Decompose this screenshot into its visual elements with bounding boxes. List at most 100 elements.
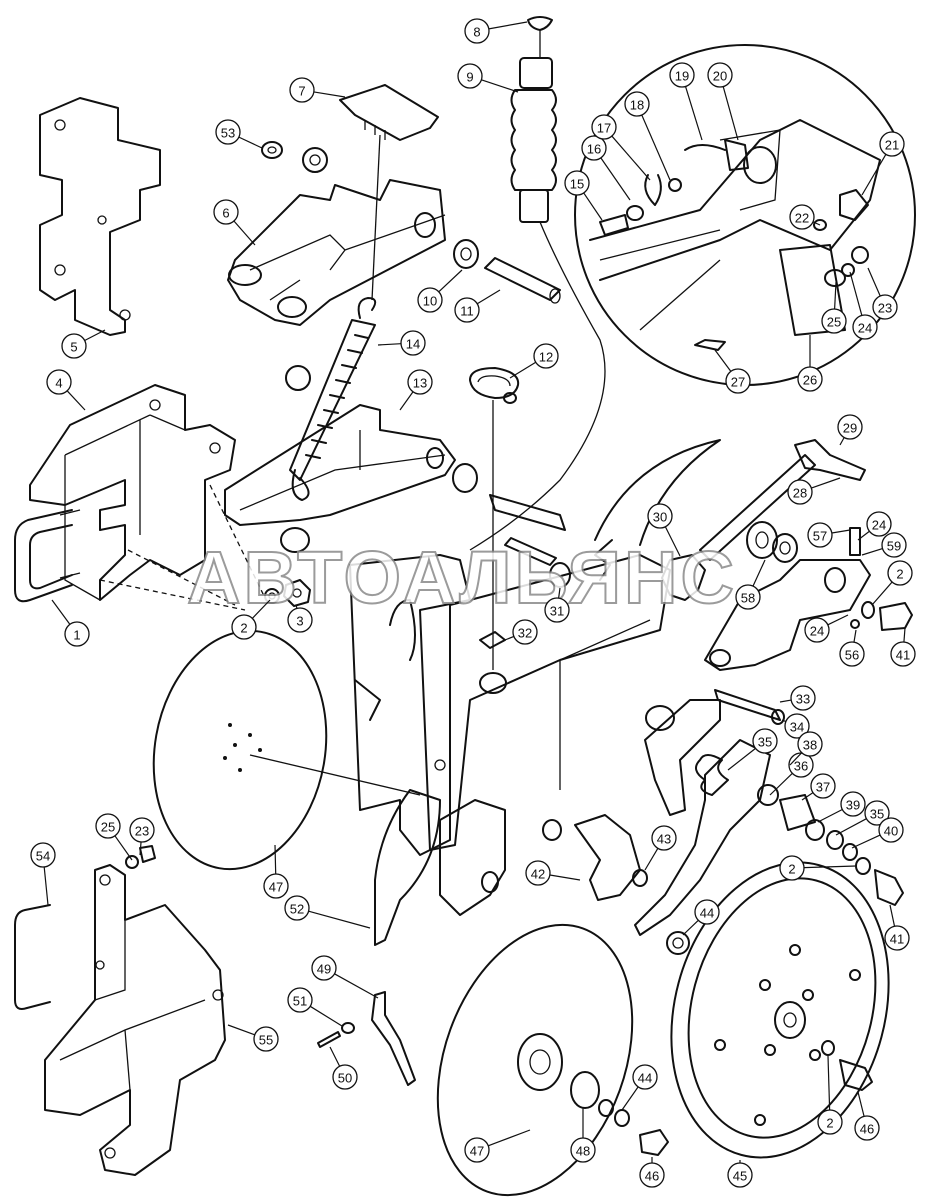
- callout-22: 22: [789, 204, 821, 230]
- callout-label: 47: [269, 880, 283, 895]
- callout-circle: [810, 773, 836, 799]
- callout-circle: [591, 114, 617, 140]
- callout-label: 36: [794, 759, 808, 774]
- callout-circle: [95, 813, 121, 839]
- scraper-52: [374, 789, 441, 946]
- bolt-50: [317, 1031, 341, 1048]
- gauge-wheel-45: [670, 861, 890, 1159]
- callout-2: 2: [231, 599, 271, 640]
- callout-leader: [769, 772, 793, 796]
- callout-circle: [46, 369, 72, 395]
- callout-label: 58: [741, 591, 755, 606]
- callout-circle: [839, 641, 865, 667]
- callout-circle: [287, 987, 313, 1013]
- callout-circle: [332, 1064, 358, 1090]
- callout-leader: [781, 719, 787, 723]
- callout-leader: [309, 1005, 343, 1027]
- callout-10: 10: [417, 269, 463, 313]
- callout-label: 33: [796, 692, 810, 707]
- callout-circle: [727, 1162, 753, 1188]
- callout-circle: [840, 791, 866, 817]
- callout-label: 27: [731, 375, 745, 390]
- washer-2b: [855, 857, 871, 875]
- callout-circle: [129, 817, 155, 843]
- callout-2: 2: [817, 1055, 843, 1135]
- callout-label: 22: [795, 211, 809, 226]
- callout-circle: [231, 614, 257, 640]
- callout-58: 58: [735, 559, 766, 610]
- callout-circle: [213, 199, 239, 225]
- callout-35: 35: [727, 728, 778, 771]
- callout-leader: [871, 581, 893, 606]
- callout-57: 57: [807, 522, 851, 548]
- callout-circle: [570, 1137, 596, 1163]
- callout-label: 59: [887, 539, 901, 554]
- callout-9: 9: [457, 63, 519, 93]
- retaining-clip-8: [527, 16, 553, 31]
- detail-circle: [574, 44, 916, 386]
- callout-26: 26: [797, 335, 823, 392]
- callout-circle: [669, 62, 695, 88]
- callout-21: 21: [861, 131, 905, 196]
- callout-leader: [664, 526, 681, 557]
- callout-16: 16: [581, 135, 631, 201]
- callout-35: 35: [835, 800, 890, 836]
- callout-circle: [457, 63, 483, 89]
- callout-circle: [752, 728, 778, 754]
- bracket-49: [371, 991, 416, 1086]
- callout-circle: [866, 511, 892, 537]
- callout-leader: [861, 154, 887, 196]
- callout-leader: [903, 627, 906, 643]
- callout-circle: [61, 333, 87, 359]
- callout-leader: [504, 635, 515, 641]
- callout-circle: [544, 597, 570, 623]
- spring-14: [289, 297, 377, 501]
- callout-leader: [274, 844, 277, 875]
- callout-label: 45: [733, 1169, 747, 1184]
- callout-label: 26: [803, 373, 817, 388]
- callout-47: 47: [263, 844, 289, 899]
- callout-leader: [377, 343, 402, 346]
- callout-circle: [647, 503, 673, 529]
- callout-55: 55: [227, 1024, 279, 1052]
- callout-50: 50: [329, 1046, 358, 1090]
- callout-label: 31: [550, 604, 564, 619]
- callout-24: 24: [849, 271, 878, 340]
- callout-38: 38: [789, 731, 823, 766]
- callout-circle: [407, 369, 433, 395]
- pin-33: [714, 689, 781, 721]
- callout-4: 4: [46, 369, 86, 411]
- callout-53: 53: [215, 119, 263, 149]
- callout-44: 44: [621, 1064, 658, 1111]
- callout-label: 10: [423, 294, 437, 309]
- callout-leader: [803, 865, 857, 869]
- callout-leader: [251, 599, 271, 619]
- callout-leader: [488, 21, 528, 30]
- callout-circle: [253, 1026, 279, 1052]
- bellows-9: [510, 57, 557, 223]
- callout-label: 2: [896, 567, 903, 582]
- bracket-plate-5: [39, 97, 161, 336]
- callout-label: 46: [645, 1169, 659, 1184]
- callout-leader: [313, 91, 346, 98]
- bushing-58a: [746, 521, 778, 559]
- callout-label: 50: [338, 1071, 352, 1086]
- watermark-text: АВТОАЛЬЯНС: [187, 536, 737, 619]
- callout-circle: [864, 800, 890, 826]
- callout-circle: [464, 18, 490, 44]
- callout-circle: [624, 91, 650, 117]
- callout-label: 25: [101, 820, 115, 835]
- callout-13: 13: [399, 369, 433, 411]
- callout-28: 28: [787, 477, 841, 505]
- callout-circle: [581, 135, 607, 161]
- callout-label: 7: [298, 84, 305, 99]
- callout-label: 4: [55, 376, 62, 391]
- callout-label: 15: [570, 177, 584, 192]
- callout-circle: [287, 607, 313, 633]
- callout-label: 42: [531, 867, 545, 882]
- callout-17: 17: [591, 114, 651, 181]
- callout-leader: [641, 114, 671, 181]
- callout-label: 21: [885, 138, 899, 153]
- callout-circle: [854, 1115, 880, 1141]
- callout-leader: [849, 271, 863, 316]
